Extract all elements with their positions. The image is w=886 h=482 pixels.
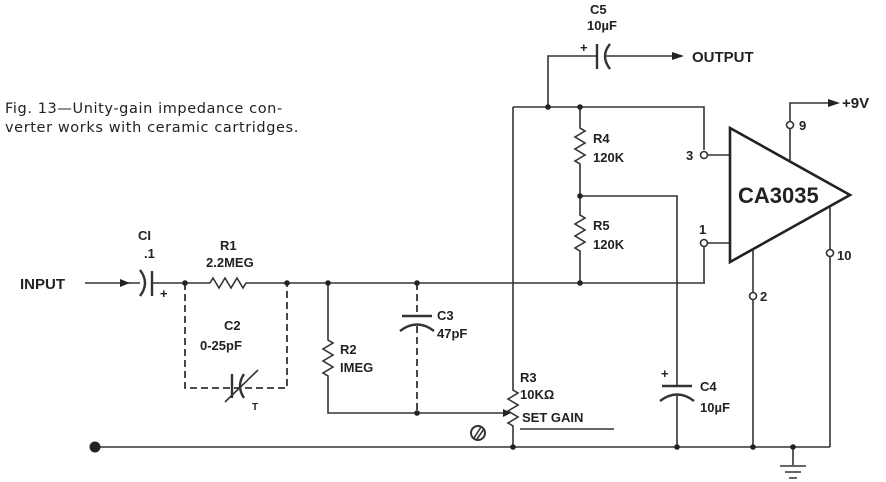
c2-value: 0-25pF (200, 338, 242, 353)
c4-polarity: + (661, 366, 669, 381)
potentiometer-r3 (506, 107, 520, 447)
r5-value: 120K (593, 237, 625, 252)
input-arrow-icon (120, 279, 130, 287)
pin-2-terminal (748, 291, 758, 301)
trimmer-capacitor-c2 (224, 369, 259, 403)
c5-value: 10µF (587, 18, 617, 33)
c1-name: CI (138, 228, 151, 243)
c2-dashed-wire (184, 283, 288, 389)
c1-value: .1 (144, 246, 155, 261)
c4-wire (580, 195, 678, 447)
resistor-divider-r4-r5 (573, 107, 587, 283)
input-label: INPUT (20, 276, 65, 293)
c4-name: C4 (700, 379, 717, 394)
pin-2-label: 2 (760, 289, 767, 304)
pin-3-label: 3 (686, 148, 693, 163)
pin-9-terminal (785, 120, 795, 130)
output-tap-wire (547, 55, 597, 107)
r3-value: 10KΩ (520, 387, 554, 402)
r1-value: 2.2MEG (206, 255, 254, 270)
r3-wiper-arrow-icon (503, 409, 511, 417)
capacitor-c4 (659, 384, 695, 402)
capacitor-c1 (139, 269, 210, 297)
r4-name: R4 (593, 131, 610, 146)
amplifier-ca3035 (728, 125, 853, 265)
r3-set-gain-label: SET GAIN (522, 410, 583, 425)
pin-1-terminal (699, 238, 709, 248)
r4-value: 120K (593, 150, 625, 165)
capacitor-c5 (595, 43, 678, 70)
output-arrow-icon (672, 52, 684, 60)
caption-line-2: verter works with ceramic cartridges. (5, 120, 299, 136)
output-label: OUTPUT (692, 49, 754, 66)
r2-value: IMEG (340, 360, 373, 375)
ground-icon (780, 447, 806, 479)
r5-name: R5 (593, 218, 610, 233)
supply-wire (789, 102, 835, 161)
r3-name: R3 (520, 370, 537, 385)
caption-line-1: Fig. 13—Unity-gain impedance con- (5, 101, 283, 117)
c2-trim-mark: T (252, 402, 258, 413)
pin-1-label: 1 (699, 222, 706, 237)
pin-3-terminal (699, 150, 709, 160)
c3-name: C3 (437, 308, 454, 323)
resistor-r2 (321, 283, 505, 414)
feedback-rail (513, 106, 705, 150)
junction-dots (89, 104, 796, 453)
r1-name: R1 (220, 238, 237, 253)
supply-arrow-icon (828, 99, 840, 107)
c5-name: C5 (590, 2, 607, 17)
c3-value: 47pF (437, 326, 467, 341)
pin-10-label: 10 (837, 248, 851, 263)
screwdriver-adjust-icon (470, 425, 486, 441)
input-pin-wires (703, 154, 730, 283)
figure-caption: Fig. 13—Unity-gain impedance con- verter… (5, 100, 299, 138)
supply-label: +9V (842, 95, 869, 112)
c4-value: 10µF (700, 400, 730, 415)
capacitor-c3 (399, 283, 435, 413)
ic-label: CA3035 (738, 183, 819, 208)
c5-polarity: + (580, 40, 588, 55)
r2-name: R2 (340, 342, 357, 357)
pin-9-label: 9 (799, 118, 806, 133)
resistor-r1 (209, 276, 705, 290)
c2-name: C2 (224, 318, 241, 333)
c1-polarity: + (160, 286, 168, 301)
pin-10-terminal (825, 248, 835, 258)
